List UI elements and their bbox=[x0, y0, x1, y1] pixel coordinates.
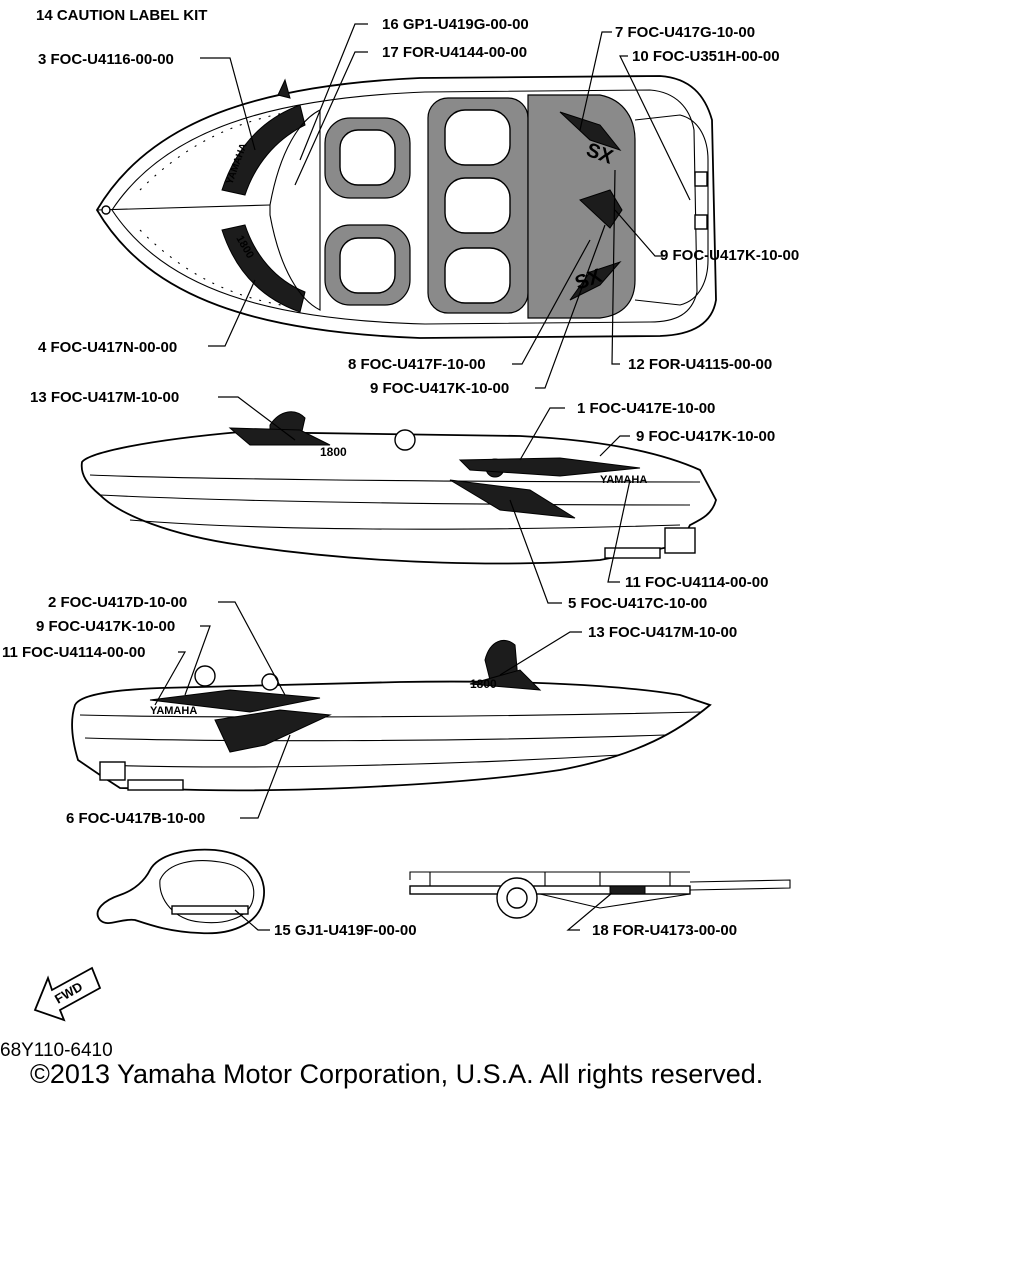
callout-12: 12 FOR-U4115-00-00 bbox=[628, 356, 772, 373]
boat-top-view: YAMAHA 1800 SX SX bbox=[95, 75, 717, 339]
callout-9-top: 9 FOC-U417K-10-00 bbox=[660, 247, 799, 264]
callout-5: 5 FOC-U417C-10-00 bbox=[568, 595, 707, 612]
callout-8: 8 FOC-U417F-10-00 bbox=[348, 356, 486, 373]
callout-7: 7 FOC-U417G-10-00 bbox=[615, 24, 755, 41]
callout-9-side1: 9 FOC-U417K-10-00 bbox=[636, 428, 775, 445]
svg-text:FWD: FWD bbox=[52, 979, 85, 1007]
callout-9-mid: 9 FOC-U417K-10-00 bbox=[370, 380, 509, 397]
callout-10: 10 FOC-U351H-00-00 bbox=[632, 48, 780, 65]
trailer-drawing bbox=[409, 871, 791, 919]
forward-arrow-icon: FWD bbox=[33, 966, 102, 1022]
boat-side-view-2: YAMAHA 1800 bbox=[71, 640, 712, 792]
callout-18: 18 FOR-U4173-00-00 bbox=[592, 922, 737, 939]
callout-11-side2: 11 FOC-U4114-00-00 bbox=[2, 644, 145, 661]
callout-9-side2: 9 FOC-U417K-10-00 bbox=[36, 618, 175, 635]
callout-15: 15 GJ1-U419F-00-00 bbox=[274, 922, 417, 939]
callout-1: 1 FOC-U417E-10-00 bbox=[577, 400, 715, 417]
callout-16: 16 GP1-U419G-00-00 bbox=[382, 16, 529, 33]
callout-13-side2: 13 FOC-U417M-10-00 bbox=[588, 624, 737, 641]
callout-14: 14 CAUTION LABEL KIT bbox=[36, 7, 207, 24]
boat-side-view-1: 1800 YAMAHA bbox=[80, 411, 717, 565]
callout-6: 6 FOC-U417B-10-00 bbox=[66, 810, 205, 827]
callout-4: 4 FOC-U417N-00-00 bbox=[38, 339, 177, 356]
callout-labels: 14 CAUTION LABEL KIT 16 GP1-U419G-00-00 … bbox=[2, 7, 799, 939]
leader-lines bbox=[154, 23, 691, 931]
callout-11-side1: 11 FOC-U4114-00-00 bbox=[625, 574, 768, 591]
drawing-code: 68Y110-6410 bbox=[0, 1040, 113, 1061]
callout-2: 2 FOC-U417D-10-00 bbox=[48, 594, 187, 611]
side2-brand-decal: YAMAHA bbox=[150, 705, 197, 717]
callout-17: 17 FOR-U4144-00-00 bbox=[382, 44, 527, 61]
callout-13-top: 13 FOC-U417M-10-00 bbox=[30, 389, 179, 406]
side1-brand-decal: YAMAHA bbox=[600, 474, 647, 486]
callout-3: 3 FOC-U4116-00-00 bbox=[38, 51, 174, 68]
copyright-notice: ©2013 Yamaha Motor Corporation, U.S.A. A… bbox=[30, 1059, 763, 1089]
mirror-drawing bbox=[96, 848, 265, 935]
side2-model-decal: 1800 bbox=[470, 677, 497, 691]
side1-model-decal: 1800 bbox=[320, 445, 347, 459]
